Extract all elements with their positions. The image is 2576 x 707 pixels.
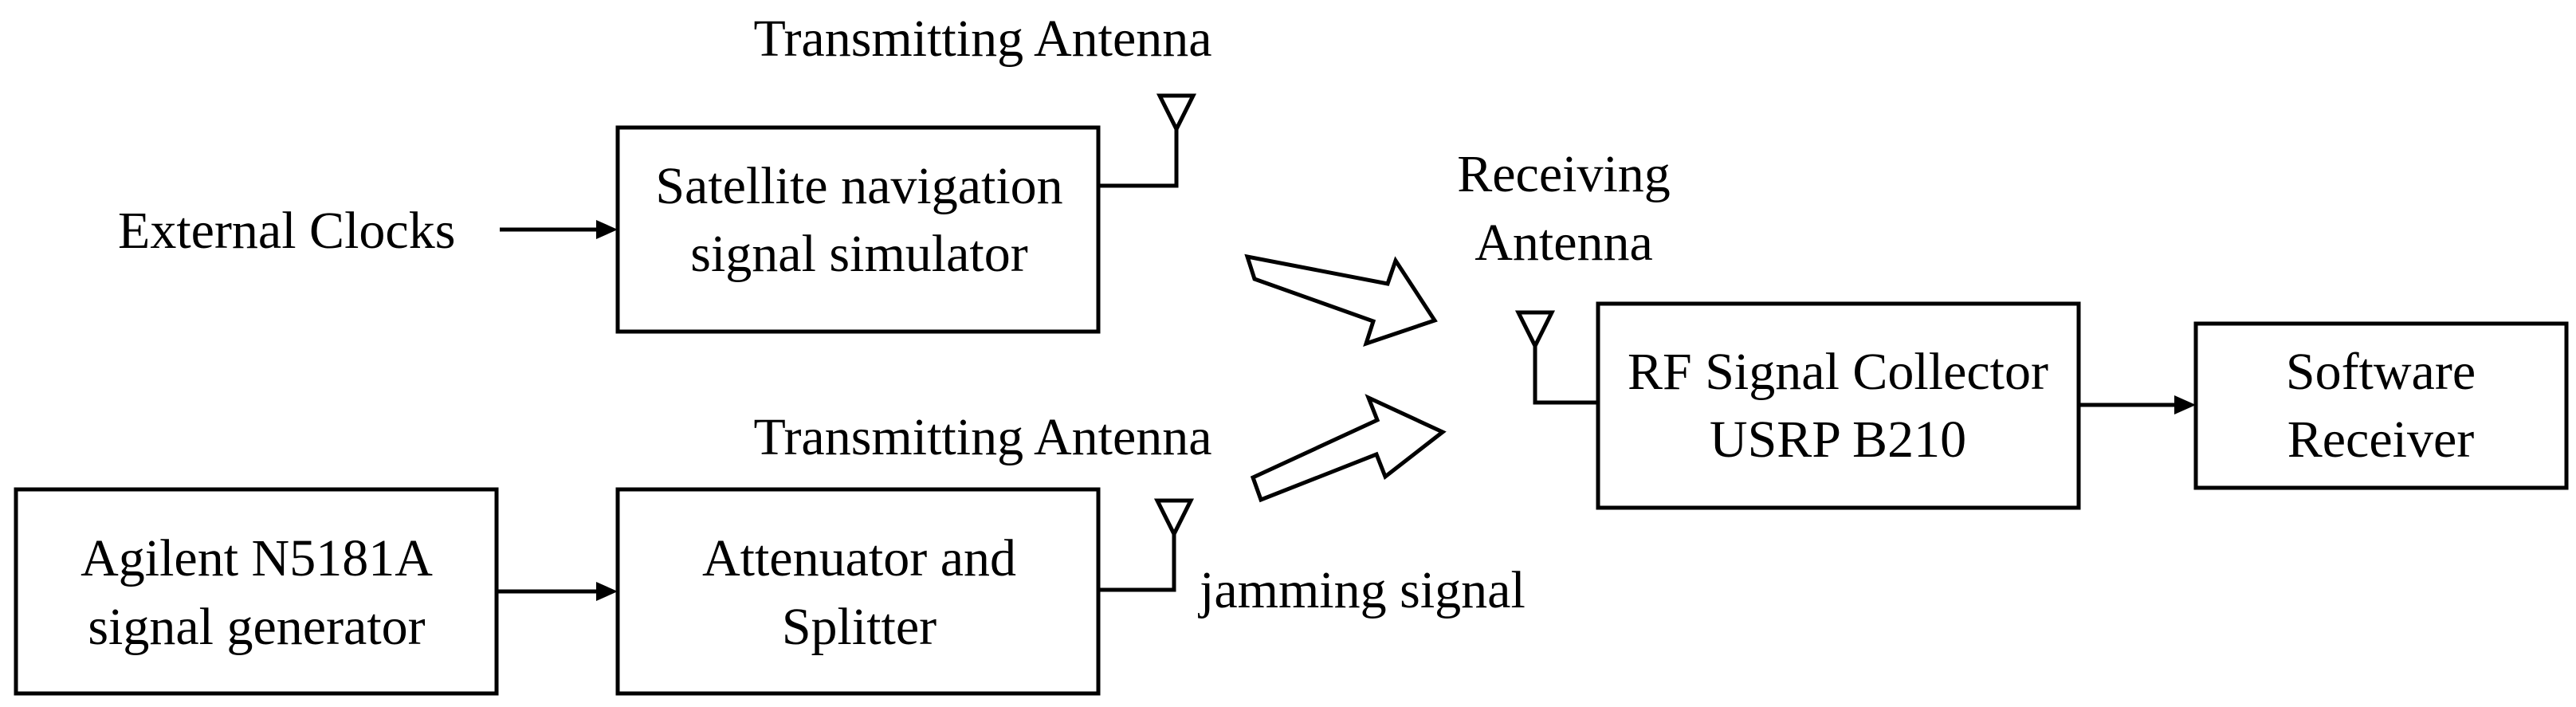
collector-to-receiver-arrow xyxy=(2079,395,2196,414)
rx-antenna-label-line2: Antenna xyxy=(1475,214,1653,272)
attenuator-splitter-line2: Splitter xyxy=(782,598,937,656)
jamming-signal-label: jamming signal xyxy=(1198,561,1526,619)
external-clocks-arrow xyxy=(500,220,618,239)
software-receiver-line2: Receiver xyxy=(2287,410,2475,469)
rf-collector-box xyxy=(1596,301,2081,510)
generator-to-attenuator-arrow xyxy=(497,582,618,601)
attenuator-splitter-box xyxy=(615,487,1101,696)
satellite-simulator-line2: signal simulator xyxy=(690,225,1027,283)
attenuator-splitter-line1: Attenuator and xyxy=(702,529,1016,587)
rx-antenna-icon xyxy=(1514,310,1598,405)
signal-generator-line2: signal generator xyxy=(88,598,425,656)
software-receiver-line1: Software xyxy=(2286,343,2476,401)
software-receiver-box xyxy=(2193,321,2569,490)
satellite-signal-propagation-arrow xyxy=(1244,253,1438,347)
jamming-signal-propagation-arrow xyxy=(1250,394,1447,503)
signal-generator-line1: Agilent N5181A xyxy=(80,529,433,587)
external-clocks-label: External Clocks xyxy=(118,202,455,260)
tx-antenna-top-icon xyxy=(1098,93,1197,188)
rf-collector-line1: RF Signal Collector xyxy=(1628,343,2048,401)
tx-antenna-top-label: Transmitting Antenna xyxy=(753,10,1211,68)
rf-collector-line2: USRP B210 xyxy=(1710,410,1966,469)
satellite-simulator-line1: Satellite navigation xyxy=(655,157,1062,215)
tx-antenna-bottom-icon xyxy=(1098,498,1195,592)
satellite-simulator-box xyxy=(615,125,1101,334)
rx-antenna-label-line1: Receiving xyxy=(1457,145,1671,203)
tx-antenna-bottom-label: Transmitting Antenna xyxy=(753,408,1211,466)
signal-generator-box xyxy=(14,487,499,696)
